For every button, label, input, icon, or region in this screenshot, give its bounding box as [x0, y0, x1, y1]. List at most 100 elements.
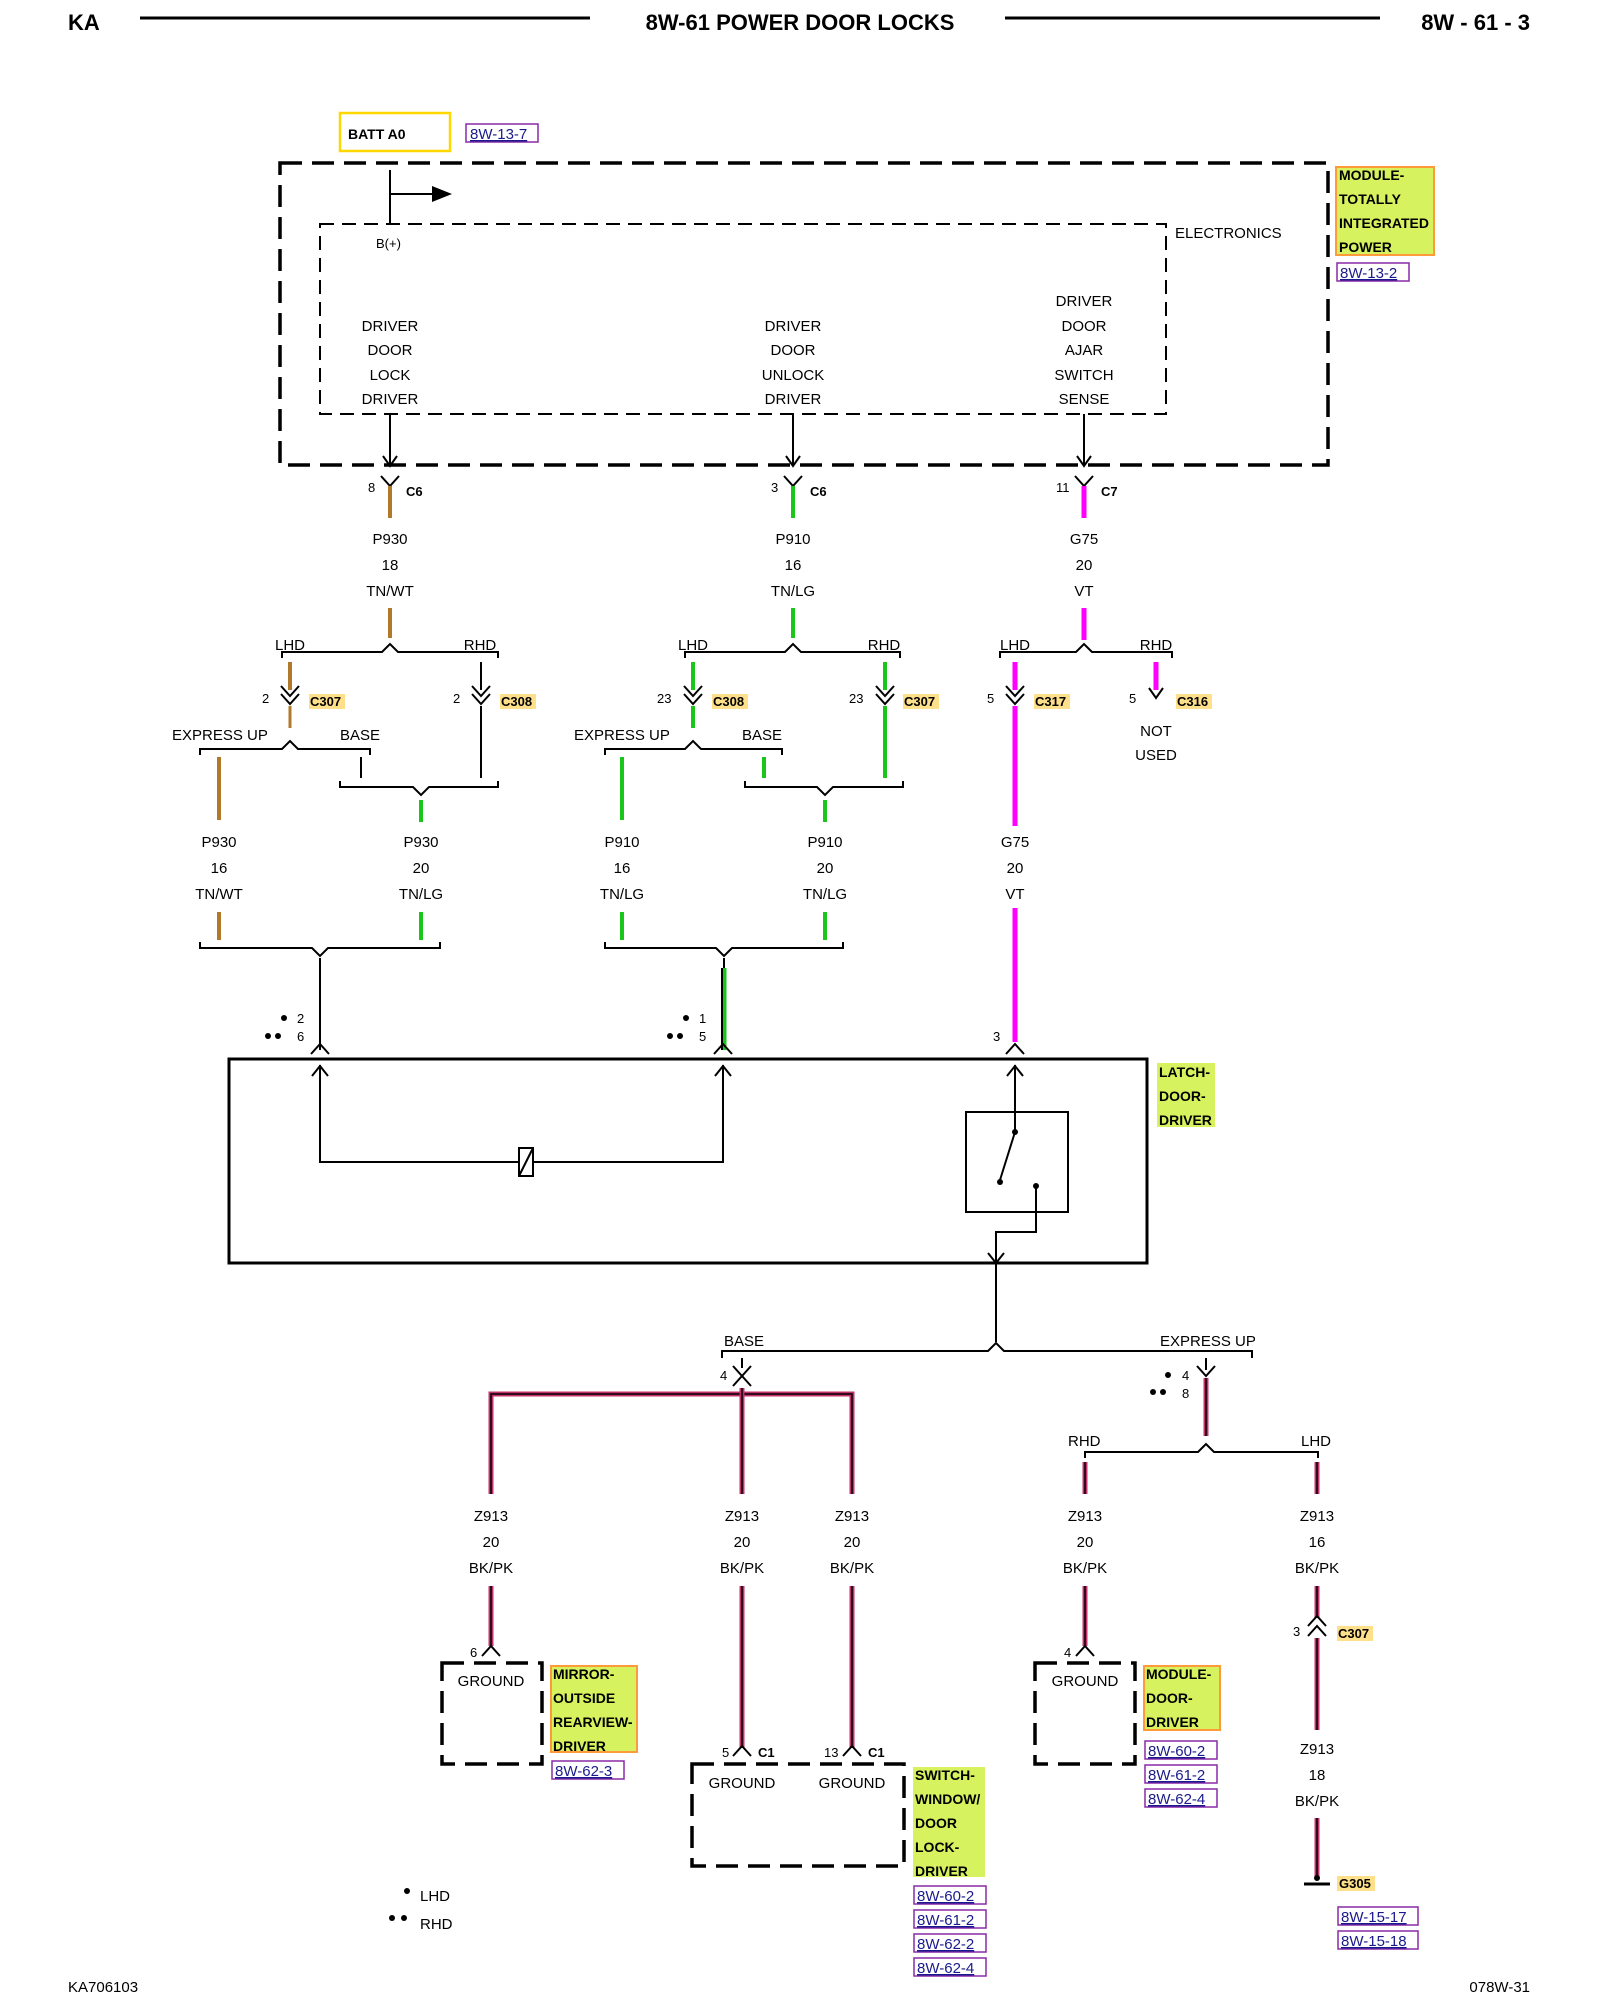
base-ground-branches [488, 1388, 855, 1494]
switch-tag-l4: LOCK- [915, 1839, 960, 1855]
door-module-ref-1[interactable]: 8W-60-2 [1148, 1743, 1205, 1760]
latch-pin-3: 3 [993, 1029, 1000, 1044]
lhd-label-2: LHD [678, 637, 708, 654]
c308-pin-b: 23 [657, 691, 671, 706]
ajar-sense-l3: AJAR [1065, 342, 1104, 359]
c308-label-a: C308 [501, 694, 532, 709]
express-up-label-2: EXPRESS UP [574, 727, 670, 744]
base-label-2: BASE [742, 727, 782, 744]
batt-ref-link[interactable]: 8W-13-7 [470, 126, 527, 143]
lock-driver-l2: DOOR [368, 342, 413, 359]
c317-tag [1034, 694, 1070, 709]
tipm-module-outline [278, 161, 1330, 467]
ground-express-label: EXPRESS UP [1160, 1333, 1256, 1350]
wire-p930-color: TN/WT [366, 583, 413, 600]
g305-tag [1337, 1876, 1375, 1891]
legend-rhd-dots-icon [389, 1915, 395, 1921]
g305-refs: 8W-15-17 8W-15-18 [1337, 1906, 1419, 1950]
electronics-label: ELECTRONICS [1175, 225, 1282, 242]
c307-tag-a [309, 694, 345, 709]
door-module-tag-l2: DOOR- [1146, 1690, 1193, 1706]
switch-ref-1[interactable]: 8W-60-2 [917, 1888, 974, 1905]
door-module-ref-3[interactable]: 8W-62-4 [1148, 1791, 1205, 1808]
wire-g75-color: VT [1074, 583, 1093, 600]
ground-base-pin: 4 [720, 1368, 727, 1383]
z913-4-color: BK/PK [1063, 1560, 1107, 1577]
switch-ground-label-2: GROUND [819, 1775, 886, 1792]
mid-wire-1-color: TN/WT [195, 886, 242, 903]
z913-1-color: BK/PK [469, 1560, 513, 1577]
wire-p930-gauge: 18 [382, 557, 399, 574]
z913-4-circuit: Z913 [1068, 1508, 1102, 1525]
latch-tag [1157, 1063, 1215, 1127]
switch-ground-label-1: GROUND [709, 1775, 776, 1792]
mirror-ref-link[interactable]: 8W-62-3 [555, 1763, 612, 1780]
rhd-label-2: RHD [868, 637, 901, 654]
unlock-driver-l3: UNLOCK [762, 367, 825, 384]
g305-label: G305 [1339, 1876, 1371, 1891]
switch-ref-3[interactable]: 8W-62-2 [917, 1936, 974, 1953]
mid-wire-3-color: TN/LG [600, 886, 644, 903]
tipm-ref-link[interactable]: 8W-13-2 [1340, 265, 1397, 282]
mid-wire-3-gauge: 16 [614, 860, 631, 877]
not-used-l2: USED [1135, 747, 1177, 764]
header-left: KA [68, 10, 100, 35]
footer-right: 078W-31 [1469, 1979, 1530, 1996]
door-module-ground-box [1033, 1661, 1137, 1766]
mirror-ground-box [440, 1661, 544, 1766]
mid-wire-5-color: VT [1005, 886, 1024, 903]
switch-refs: 8W-60-2 8W-61-2 8W-62-2 8W-62-4 [913, 1885, 987, 1977]
c308-label-b: C308 [713, 694, 744, 709]
lhd-rhd-braces [281, 642, 1173, 658]
c316-pin: 5 [1129, 691, 1136, 706]
c307-tag-b [903, 694, 939, 709]
ajar-switch-icon [999, 1131, 1016, 1181]
latch-tag-l1: LATCH- [1159, 1064, 1210, 1080]
c6-pin-3: 3 [771, 480, 778, 495]
z913-1-gauge: 20 [483, 1534, 500, 1551]
legend-rhd-label: RHD [420, 1916, 453, 1933]
c7-pin-11: 11 [1056, 480, 1070, 495]
not-used-l1: NOT [1140, 723, 1172, 740]
batt-label: BATT A0 [348, 126, 406, 142]
door-module-ref-2[interactable]: 8W-61-2 [1148, 1767, 1205, 1784]
ajar-sense-l4: SWITCH [1054, 367, 1113, 384]
z913-3-color: BK/PK [830, 1560, 874, 1577]
footer-left: KA706103 [68, 1979, 138, 1996]
lhd-label-3: LHD [1000, 637, 1030, 654]
rhd-label-3: RHD [1140, 637, 1173, 654]
mirror-pin: 6 [470, 1645, 477, 1660]
legend-lhd-label: LHD [420, 1888, 450, 1905]
combine-braces [199, 942, 844, 958]
mid-wire-3-circuit: P910 [604, 834, 639, 851]
mid-wire-2-color: TN/LG [399, 886, 443, 903]
g305-ref-1[interactable]: 8W-15-17 [1341, 1909, 1407, 1926]
mirror-tag-l1: MIRROR- [553, 1666, 615, 1682]
unlock-driver-l1: DRIVER [765, 318, 822, 335]
c317-pin: 5 [987, 691, 994, 706]
z913-6-circuit: Z913 [1300, 1741, 1334, 1758]
rhd-lhd-ground-brace [1084, 1442, 1319, 1458]
unlock-driver-l4: DRIVER [765, 391, 822, 408]
c307-label-a: C307 [310, 694, 341, 709]
switch-pin-13: 13 [824, 1745, 838, 1760]
g305-ref-2[interactable]: 8W-15-18 [1341, 1933, 1407, 1950]
switch-tag-l1: SWITCH- [915, 1767, 975, 1783]
ajar-sense-l1: DRIVER [1056, 293, 1113, 310]
c307-pin-b: 23 [849, 691, 863, 706]
mid-wire-2-circuit: P930 [403, 834, 438, 851]
z913-5-color: BK/PK [1295, 1560, 1339, 1577]
mid-wire-1-gauge: 16 [211, 860, 228, 877]
ground-split-brace [721, 1341, 1253, 1358]
door-module-tag-l1: MODULE- [1146, 1666, 1212, 1682]
module-output-arrows [382, 414, 1092, 468]
switch-ref-4[interactable]: 8W-62-4 [917, 1960, 974, 1977]
latch-door-driver-box [227, 1057, 1149, 1265]
inline-connectors [280, 685, 1164, 706]
mid-wire-5-gauge: 20 [1007, 860, 1024, 877]
mid-wire-1-circuit: P930 [201, 834, 236, 851]
switch-ref-2[interactable]: 8W-61-2 [917, 1912, 974, 1929]
page-header: KA 8W-61 POWER DOOR LOCKS 8W - 61 - 3 [68, 10, 1530, 35]
c316-label: C316 [1177, 694, 1208, 709]
c307-lower-tag [1337, 1626, 1373, 1641]
